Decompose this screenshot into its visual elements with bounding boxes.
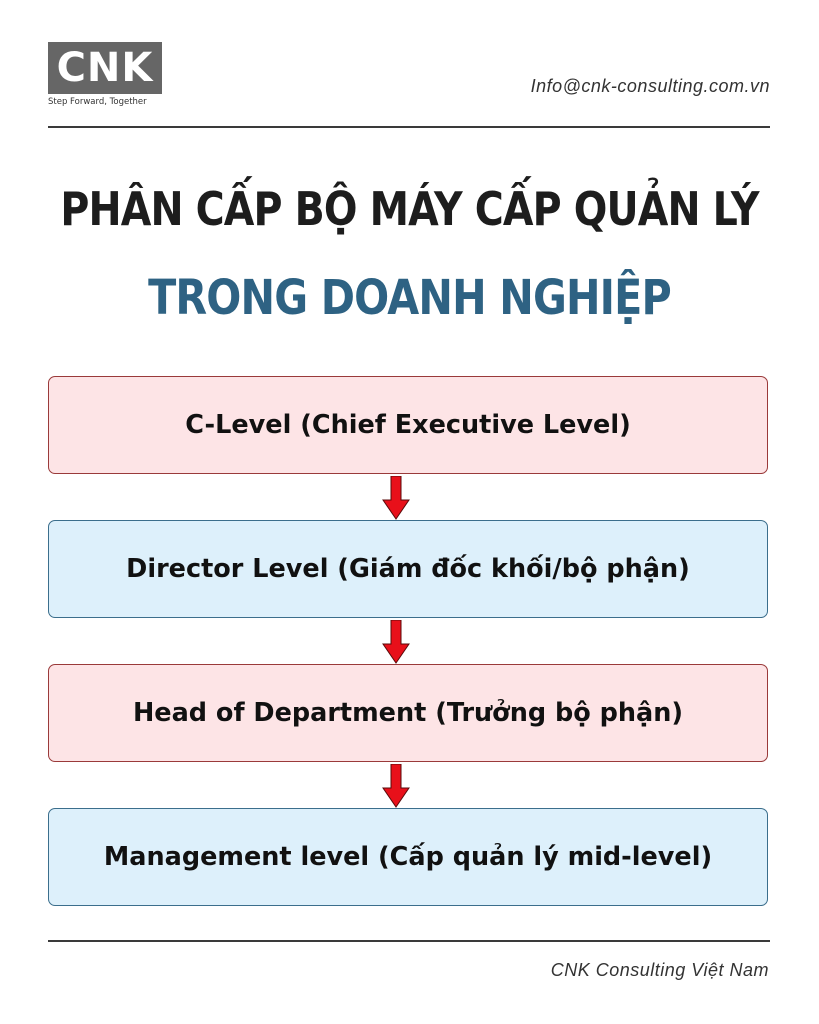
- level-box-c-level: C-Level (Chief Executive Level): [48, 376, 768, 474]
- level-label: Management level (Cấp quản lý mid-level): [103, 842, 713, 872]
- logo-tagline: Step Forward, Together: [48, 97, 147, 107]
- level-label: Head of Department (Trưởng bộ phận): [132, 698, 684, 728]
- footer-company-name: CNK Consulting Việt Nam: [550, 960, 769, 980]
- level-label: Director Level (Giám đốc khối/bộ phận): [126, 554, 690, 584]
- cnk-logo: CNK: [48, 42, 162, 94]
- page-subtitle: TRONG DOANH NGHIỆP: [148, 270, 672, 326]
- level-box-management: Management level (Cấp quản lý mid-level): [48, 808, 768, 906]
- header-divider: [48, 126, 770, 128]
- logo-text: CNK: [56, 45, 154, 91]
- level-label: C-Level (Chief Executive Level): [185, 410, 631, 440]
- page-title: PHÂN CẤP BỘ MÁY CẤP QUẢN LÝ: [60, 182, 759, 236]
- contact-email: Info@cnk-consulting.com.vn: [530, 76, 770, 96]
- down-arrow-icon: [382, 476, 410, 520]
- footer-divider: [48, 940, 770, 942]
- level-box-director: Director Level (Giám đốc khối/bộ phận): [48, 520, 768, 618]
- level-box-head-of-department: Head of Department (Trưởng bộ phận): [48, 664, 768, 762]
- down-arrow-icon: [382, 764, 410, 808]
- down-arrow-icon: [382, 620, 410, 664]
